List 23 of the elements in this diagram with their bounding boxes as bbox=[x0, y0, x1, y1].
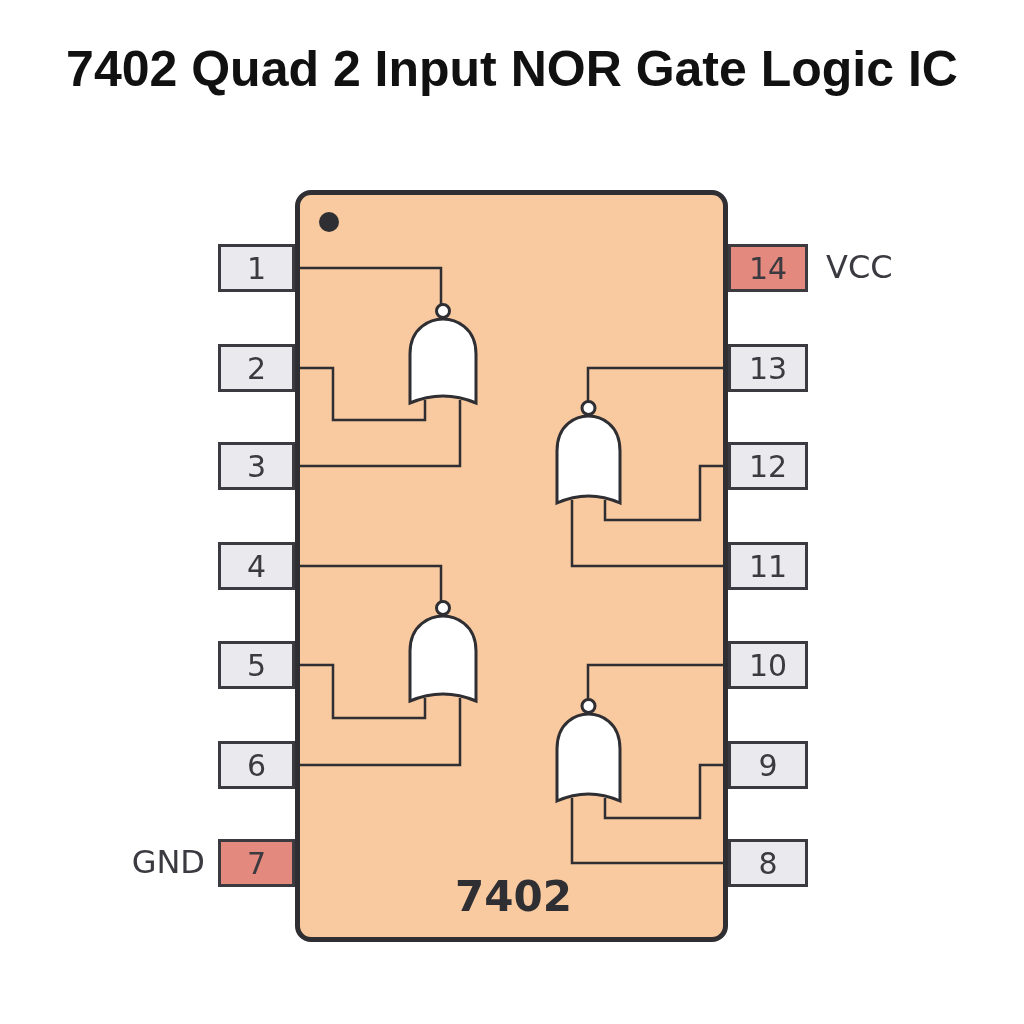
pin-label: GND bbox=[131, 843, 205, 881]
pin-box: 12 bbox=[728, 442, 808, 490]
pin-box: 14 bbox=[728, 244, 808, 292]
nor-gate-symbol bbox=[555, 698, 622, 803]
nor-gate-symbol bbox=[408, 303, 478, 405]
pin-box: 3 bbox=[218, 442, 295, 490]
pin-box: 4 bbox=[218, 542, 295, 590]
title: 7402 Quad 2 Input NOR Gate Logic IC bbox=[65, 40, 959, 98]
chip-label: 7402 bbox=[455, 872, 572, 921]
pin-box: 6 bbox=[218, 741, 295, 789]
nor-gate-symbol bbox=[408, 600, 478, 703]
pin-box: 13 bbox=[728, 344, 808, 392]
pin-box: 9 bbox=[728, 741, 808, 789]
pin-label: VCC bbox=[826, 248, 893, 286]
pin-box: 10 bbox=[728, 641, 808, 689]
pin-box: 8 bbox=[728, 839, 808, 887]
ic-package bbox=[295, 190, 728, 942]
pin-box: 1 bbox=[218, 244, 295, 292]
nor-gate-symbol bbox=[555, 400, 622, 505]
pin-box: 2 bbox=[218, 344, 295, 392]
pin-box: 11 bbox=[728, 542, 808, 590]
pin-box: 7 bbox=[218, 839, 295, 887]
pin-box: 5 bbox=[218, 641, 295, 689]
